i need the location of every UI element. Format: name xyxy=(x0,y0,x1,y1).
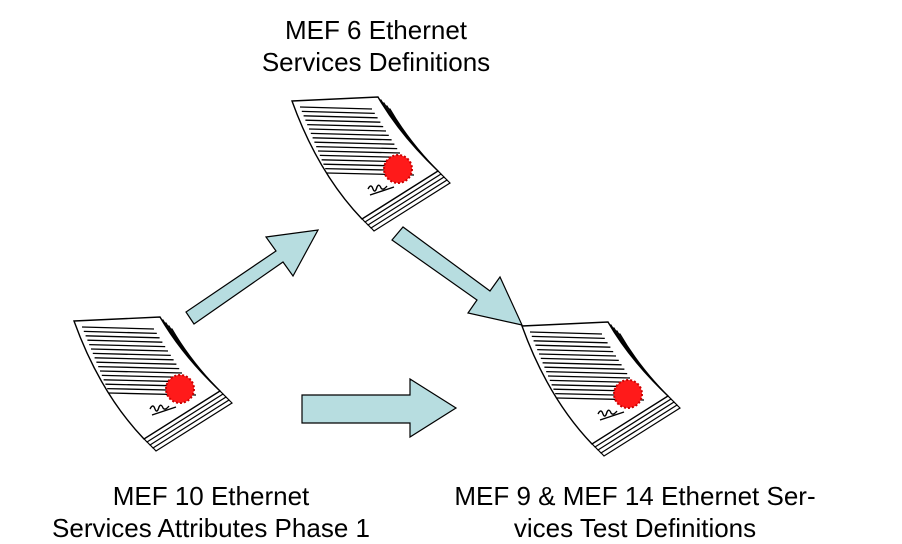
label-mef10-line-2: Services Attributes Phase 1 xyxy=(52,513,370,543)
certificate-document-stack-icon xyxy=(290,95,451,255)
label-mef6-line-1: MEF 6 Ethernet xyxy=(284,15,468,45)
label-mef6: MEF 6 Ethernet Services Definitions xyxy=(226,14,526,78)
label-mef9_14: MEF 9 & MEF 14 Ethernet Ser- vices Test … xyxy=(445,480,825,544)
document-mef9_14 xyxy=(520,320,681,480)
label-mef9_14-line-1: MEF 9 & MEF 14 Ethernet Ser- xyxy=(454,481,816,511)
arrow-mef10-to-mef6 xyxy=(185,229,320,325)
document-mef6 xyxy=(290,95,451,255)
arrow-mef10-to-mef9_14 xyxy=(301,377,458,439)
label-mef10-line-1: MEF 10 Ethernet xyxy=(112,481,310,511)
arrow-mef6-to-mef9_14 xyxy=(391,226,524,326)
label-mef10: MEF 10 Ethernet Services Attributes Phas… xyxy=(16,480,406,544)
certificate-document-stack-icon xyxy=(520,320,681,480)
label-mef9_14-line-2: vices Test Definitions xyxy=(513,513,757,543)
label-mef6-line-2: Services Definitions xyxy=(261,47,491,77)
certificate-document-stack-icon xyxy=(72,315,233,475)
document-mef10 xyxy=(72,315,233,475)
